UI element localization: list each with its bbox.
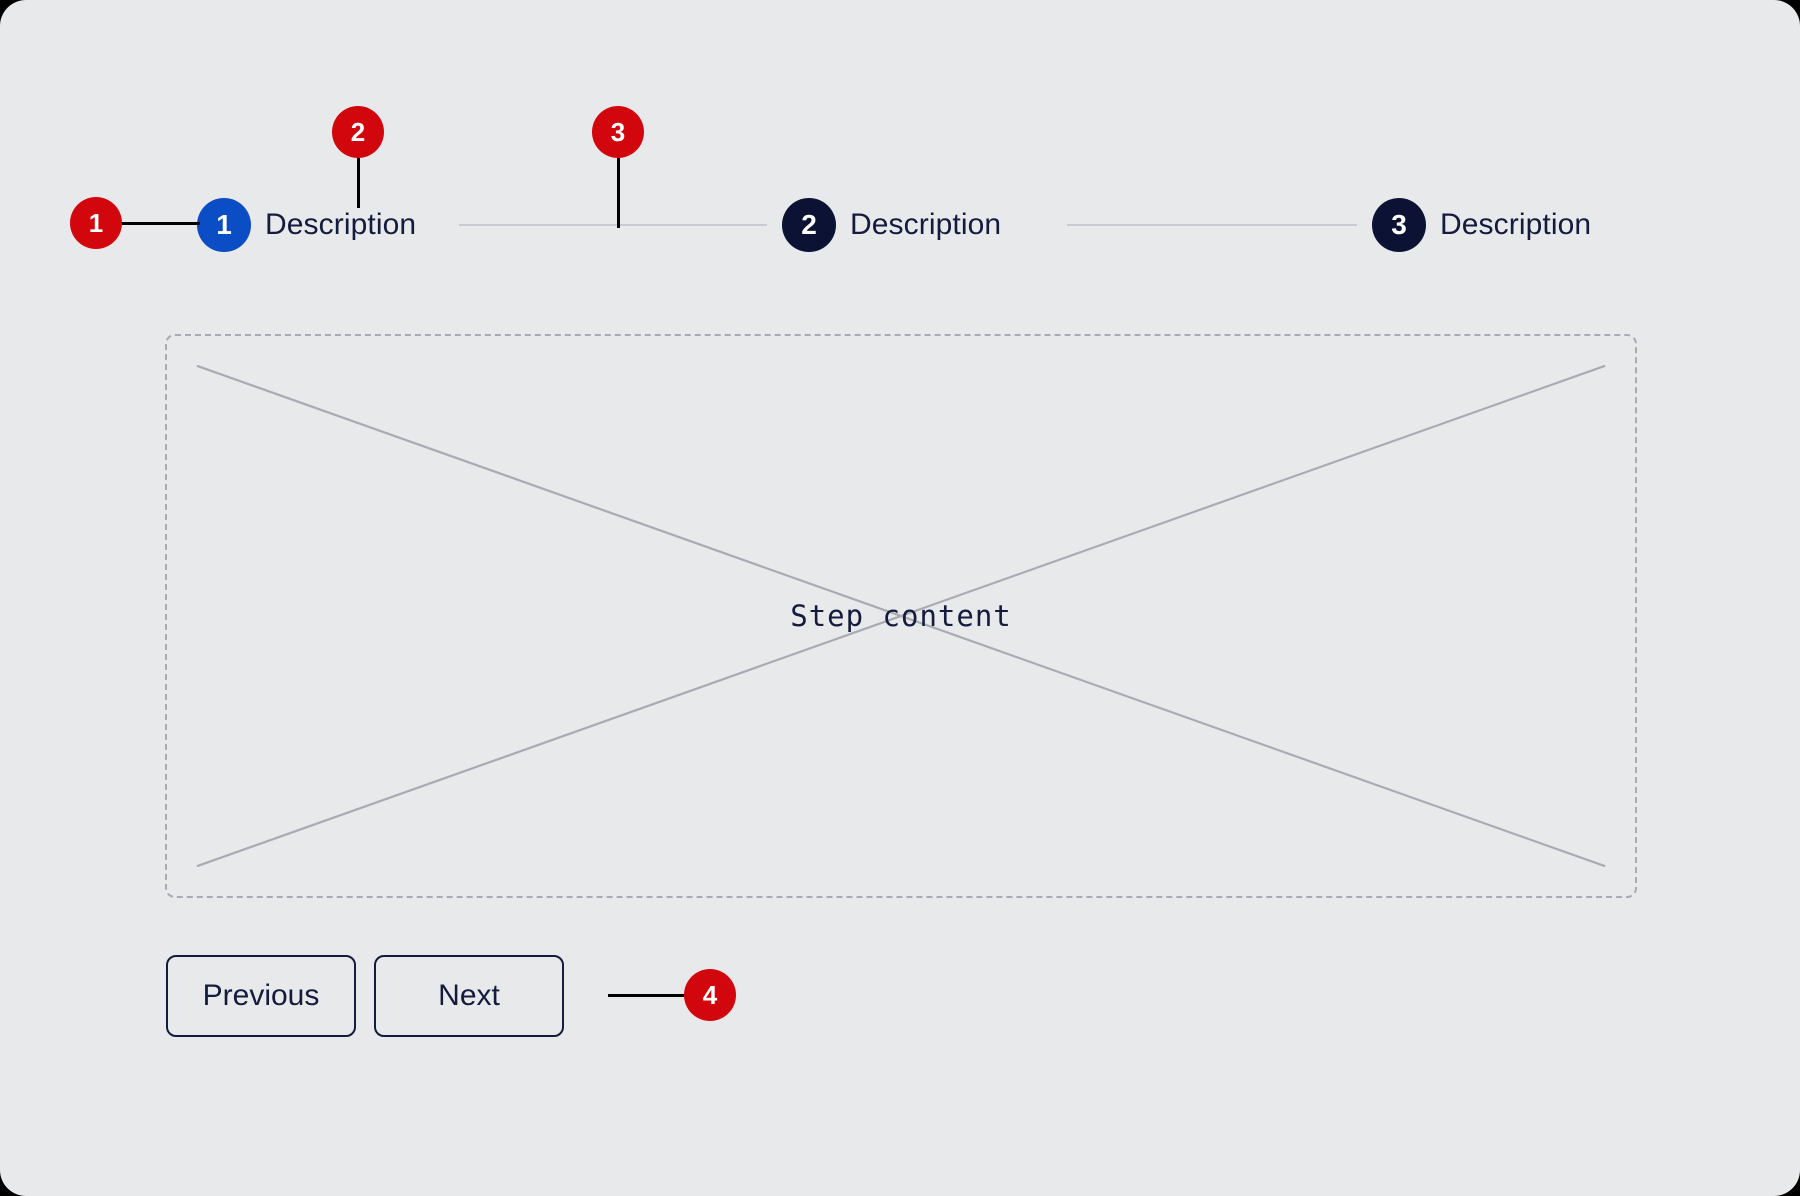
next-button[interactable]: Next: [374, 955, 564, 1037]
callout-badge-3: 3: [592, 106, 644, 158]
step-description-label-2: Description: [850, 208, 1002, 241]
placeholder-cross-icon: [196, 364, 1606, 868]
step-description-label-3: Description: [1440, 208, 1592, 241]
callout-badge-1: 1: [70, 197, 122, 249]
callout-leader-1: [122, 222, 200, 225]
callout-leader-2: [357, 158, 360, 208]
stepper-item-1[interactable]: 1 Description: [197, 196, 416, 254]
step-circle-3[interactable]: 3: [1372, 198, 1426, 252]
step-circle-1[interactable]: 1: [197, 198, 251, 252]
stepper-item-2[interactable]: 2 Description: [782, 196, 1001, 254]
step-content-placeholder: Step content: [165, 334, 1637, 898]
callout-badge-2: 2: [332, 106, 384, 158]
stepper-item-3[interactable]: 3 Description: [1372, 196, 1591, 254]
step-description-label-1: Description: [265, 208, 417, 241]
step-connector-line-1-2: [459, 224, 767, 226]
stepper: 1 Description 2 Description 3 Descriptio…: [197, 196, 1617, 254]
callout-leader-3: [617, 158, 620, 228]
step-content-text: Step content: [790, 599, 1012, 633]
wizard-button-row: Previous Next: [166, 955, 564, 1037]
step-connector-line-2-3: [1067, 224, 1357, 226]
step-circle-2[interactable]: 2: [782, 198, 836, 252]
callout-leader-4: [608, 994, 690, 997]
callout-badge-4: 4: [684, 969, 736, 1021]
previous-button[interactable]: Previous: [166, 955, 356, 1037]
